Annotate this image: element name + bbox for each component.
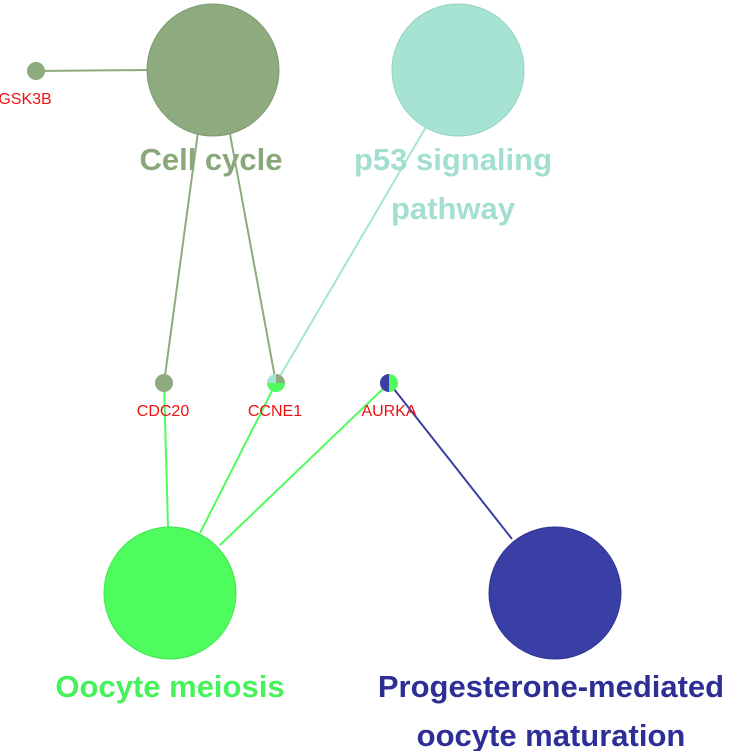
edge-gsk3b-cell-cycle xyxy=(35,69,149,72)
term-labels: Cell cycle p53 signaling pathway Oocyte … xyxy=(55,142,724,751)
node-gsk3b[interactable] xyxy=(27,62,45,80)
edge-cell-cycle-ccne1 xyxy=(229,133,277,384)
label-cell-cycle: Cell cycle xyxy=(139,142,282,177)
edge-cdc20-oocyte-meiosis xyxy=(163,382,169,528)
label-progesterone-line1: Progesterone-mediated xyxy=(378,669,724,704)
node-oocyte-meiosis[interactable] xyxy=(103,526,237,660)
edge-cell-cycle-cdc20 xyxy=(163,131,199,384)
node-ccne1[interactable] xyxy=(267,374,285,392)
label-gsk3b: GSK3B xyxy=(0,91,52,108)
edge-p53-ccne1 xyxy=(275,119,431,384)
gene-labels: GSK3B CDC20 CCNE1 AURKA xyxy=(0,91,417,420)
label-ccne1: CCNE1 xyxy=(248,403,302,420)
gene-nodes xyxy=(27,62,398,392)
node-p53-signaling[interactable] xyxy=(391,3,525,137)
term-nodes xyxy=(103,3,622,660)
node-progesterone-mediated[interactable] xyxy=(488,526,622,660)
node-aurka-progesterone-half xyxy=(380,374,389,392)
node-ccne1-p53-slice xyxy=(267,374,276,383)
label-p53-line2: pathway xyxy=(391,191,516,226)
edge-ccne1-oocyte-meiosis xyxy=(199,382,277,534)
label-aurka: AURKA xyxy=(361,403,416,420)
label-cdc20: CDC20 xyxy=(137,403,190,420)
edge-aurka-progesterone xyxy=(389,383,513,540)
node-cdc20[interactable] xyxy=(155,374,173,392)
label-p53-line1: p53 signaling xyxy=(354,142,552,177)
label-progesterone-line2: oocyte maturation xyxy=(417,718,686,751)
node-aurka-oocyte-half xyxy=(389,374,398,392)
node-ccne1-oocyte-slice xyxy=(267,383,285,392)
edge-aurka-oocyte-meiosis xyxy=(219,383,389,546)
node-aurka[interactable] xyxy=(380,374,398,392)
edges xyxy=(35,69,513,546)
node-cell-cycle[interactable] xyxy=(146,3,280,137)
node-ccne1-cell-cycle-slice xyxy=(276,374,285,383)
label-oocyte-meiosis: Oocyte meiosis xyxy=(55,669,284,704)
